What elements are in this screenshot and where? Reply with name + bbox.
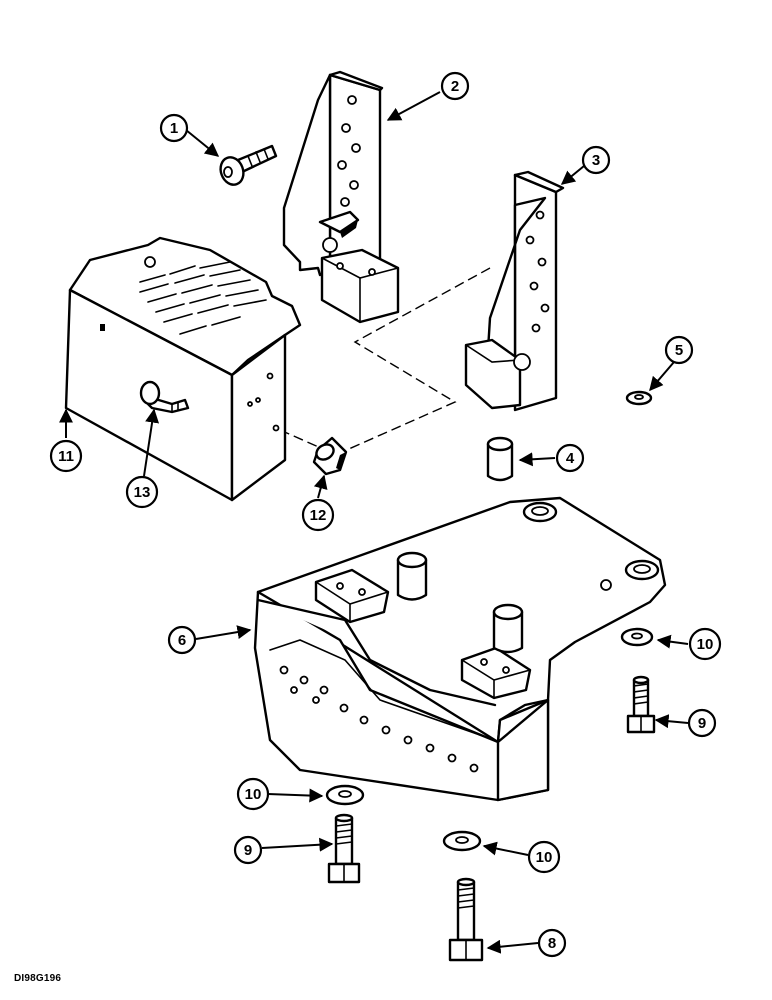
callout-10-bottom[interactable]: 10: [527, 840, 561, 874]
washer-left[interactable]: [325, 784, 365, 806]
callout-10-left[interactable]: 10: [236, 777, 270, 811]
base-housing[interactable]: [253, 496, 667, 802]
vented-cover[interactable]: [64, 236, 302, 502]
svg-text:10: 10: [245, 786, 262, 803]
svg-text:13: 13: [134, 484, 151, 501]
callout-8[interactable]: 8: [537, 928, 567, 958]
svg-text:9: 9: [244, 842, 252, 859]
callout-6[interactable]: 6: [167, 625, 197, 655]
callout-9-right[interactable]: 9: [687, 708, 717, 738]
callout-1[interactable]: 1: [159, 113, 189, 143]
callout-3[interactable]: 3: [581, 145, 611, 175]
svg-text:6: 6: [178, 632, 186, 649]
long-bolt[interactable]: [448, 877, 484, 962]
callout-13[interactable]: 13: [125, 475, 159, 509]
svg-text:10: 10: [697, 636, 714, 653]
callout-12[interactable]: 12: [301, 498, 335, 532]
callout-2[interactable]: 2: [440, 71, 470, 101]
housing-holes: [279, 665, 479, 773]
svg-text:2: 2: [451, 78, 459, 95]
callout-9-left[interactable]: 9: [233, 835, 263, 865]
callout-11[interactable]: 11: [49, 439, 83, 473]
callout-10-right[interactable]: 10: [688, 627, 722, 661]
svg-text:11: 11: [58, 448, 74, 465]
callout-4[interactable]: 4: [555, 443, 585, 473]
washer-right[interactable]: [620, 627, 654, 647]
svg-text:9: 9: [698, 715, 706, 732]
top-bosses: [405, 501, 660, 591]
bolt-right[interactable]: [626, 675, 656, 734]
vent-slots: [139, 261, 267, 335]
cover-bolt[interactable]: [139, 380, 190, 414]
svg-text:10: 10: [536, 849, 553, 866]
svg-text:5: 5: [675, 342, 683, 359]
washer-bottom[interactable]: [442, 830, 482, 852]
leader-lines: [59, 91, 689, 954]
svg-text:3: 3: [592, 152, 600, 169]
spacer-bushing[interactable]: [486, 436, 514, 482]
cover-bushing[interactable]: [312, 436, 348, 476]
svg-text:1: 1: [170, 120, 178, 137]
svg-text:8: 8: [548, 935, 556, 952]
callout-5[interactable]: 5: [664, 335, 694, 365]
small-washer[interactable]: [625, 390, 653, 406]
left-support-bracket[interactable]: [282, 70, 400, 324]
socket-head-cap-screw[interactable]: [217, 144, 278, 188]
callouts: 1 2 3 4 5 6 10 9: [49, 71, 722, 958]
drawing-code: DI98G196: [14, 973, 62, 984]
right-support-bracket[interactable]: [464, 170, 565, 412]
svg-text:4: 4: [566, 450, 575, 467]
svg-text:12: 12: [310, 507, 327, 524]
bolt-left[interactable]: [327, 813, 361, 884]
